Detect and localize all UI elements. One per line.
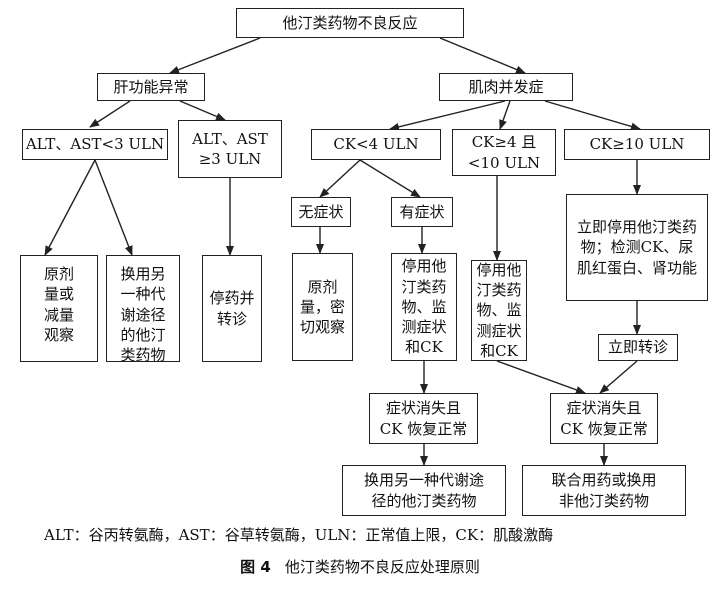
- stop-refer-box: 停药并 转诊: [202, 255, 262, 362]
- root-box: 他汀类药物不良反应: [236, 8, 464, 38]
- original-dose-close-box: 原剂 量，密 切观察: [292, 253, 353, 361]
- symptomatic-box: 有症状: [391, 197, 453, 227]
- ck-low-box: CK<4 ULN: [311, 129, 441, 160]
- ck-high-box: CK≥10 ULN: [564, 129, 710, 160]
- refer-immediately-box: 立即转诊: [598, 334, 678, 361]
- resolved-box-1: 症状消失且 CK 恢复正常: [369, 393, 478, 444]
- arrow-muscle-ckhigh: [544, 100, 641, 131]
- liver-abnormal-box: 肝功能异常: [97, 73, 205, 101]
- arrow-root-muscle: [439, 37, 526, 74]
- stop-monitor-box-1: 停用他 汀类药 物、监 测症状 和CK: [391, 253, 457, 361]
- alt-low-box: ALT、AST<3 ULN: [22, 129, 168, 160]
- stop-immediately-box: 立即停用他汀类药 物；检测CK、尿 肌红蛋白、肾功能: [566, 194, 708, 301]
- original-dose-box: 原剂 量或 减量 观察: [20, 255, 98, 362]
- abbreviation-footnote: ALT：谷丙转氨酶，AST：谷草转氨酶，ULN：正常值上限，CK：肌酸激酶: [44, 526, 554, 544]
- arrow-refer-resolved2: [599, 360, 638, 394]
- arrow-low-original: [44, 159, 96, 256]
- arrow-low-switch: [94, 159, 133, 256]
- ck-mid-box: CK≥4 且 <10 ULN: [452, 129, 556, 176]
- arrow-muscle-cklow: [389, 100, 506, 131]
- resolved-box-2: 症状消失且 CK 恢复正常: [550, 393, 658, 444]
- stop-monitor-box-2: 停用他 汀类药 物、监 测症状 和CK: [471, 260, 527, 361]
- figure-caption: 图 4 他汀类药物不良反应处理原则: [0, 556, 720, 577]
- alt-high-box: ALT、AST ≥3 ULN: [178, 120, 282, 178]
- arrow-liver-low: [89, 100, 131, 128]
- arrow-root-liver: [169, 37, 261, 74]
- asymptomatic-box: 无症状: [291, 197, 351, 227]
- arrow-cklow-asymp: [319, 159, 361, 198]
- arrow-ckmid-resolved2: [496, 360, 586, 394]
- arrow-muscle-ckmid: [499, 100, 511, 130]
- combine-or-switch-box: 联合用药或换用 非他汀类药物: [522, 465, 686, 516]
- muscle-complication-box: 肌肉并发症: [439, 73, 573, 101]
- arrow-cklow-symp: [359, 159, 421, 198]
- figure-title: 他汀类药物不良反应处理原则: [284, 558, 480, 576]
- arrow-liver-high: [179, 100, 226, 121]
- switch-statin-liver-box: 换用另 一种代 谢途径 的他汀 类药物: [106, 255, 180, 364]
- switch-statin-muscle-box: 换用另一种代谢途 径的他汀类药物: [342, 465, 506, 516]
- figure-label: 图 4: [240, 558, 271, 576]
